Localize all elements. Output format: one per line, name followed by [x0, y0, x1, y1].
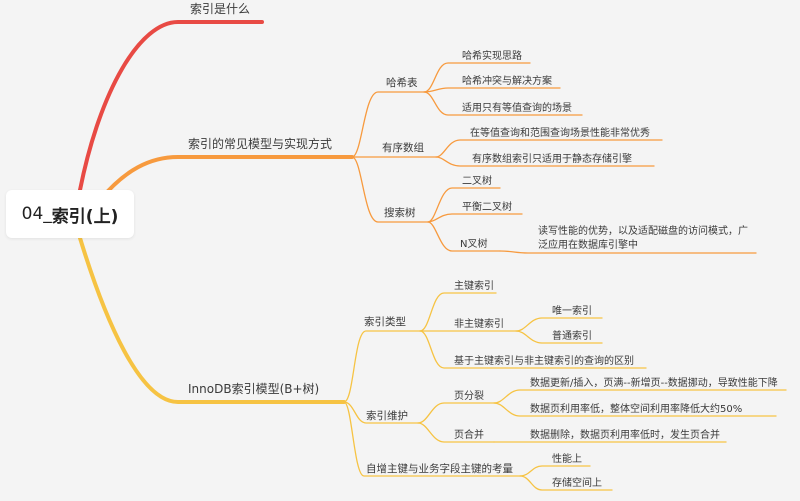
- connector-b2-hash: [351, 91, 425, 158]
- node-autoinc-storage: 存储空间上: [552, 476, 602, 489]
- node-ordered-perf: 在等值查询和范围查询场景性能非常优秀: [470, 126, 650, 139]
- node-query-diff: 基于主键索引与非主键索引的查询的区别: [454, 354, 634, 367]
- node-hash-equal-only: 适用只有等值查询的场景: [462, 101, 572, 114]
- connector-b2-tree: [351, 156, 429, 223]
- connector-tree-3: [427, 221, 501, 252]
- connector-ordered-2: [435, 156, 655, 167]
- node-index-maintain: 索引维护: [366, 409, 408, 422]
- connector-tree-2: [427, 213, 523, 223]
- connector-split-2: [493, 402, 777, 417]
- node-binary-tree: 二叉树: [462, 174, 492, 187]
- node-nonprimary-index: 非主键索引: [454, 317, 504, 330]
- root-node[interactable]: 04_索引(上): [6, 190, 134, 238]
- node-ntree-note-line1: 读写性能的优势，以及适配磁盘的访问模式，广: [538, 224, 748, 237]
- node-page-merge: 页合并: [454, 428, 484, 441]
- connector-tree-1: [427, 187, 501, 223]
- connector-root-b1: [78, 20, 264, 192]
- connector-ntree-note: [499, 250, 757, 254]
- node-split-detail-2: 数据页利用率低，整体空间利用率降低大约50%: [530, 402, 742, 415]
- node-autoinc-performance: 性能上: [552, 452, 582, 465]
- connector-maintain-merge: [417, 422, 495, 443]
- connector-nonprimary-unique: [515, 317, 603, 332]
- node-autoinc-consideration: 自增主键与业务字段主键的考量: [366, 462, 513, 475]
- node-hash-table: 哈希表: [386, 76, 418, 89]
- node-balanced-tree: 平衡二叉树: [462, 200, 512, 213]
- connector-autoinc-1: [519, 465, 591, 477]
- connector-hash-1: [423, 62, 531, 93]
- connector-maintain-split: [417, 402, 495, 424]
- node-primary-index: 主键索引: [454, 279, 494, 292]
- connector-nonprimary-normal: [515, 330, 603, 344]
- node-ordered-static: 有序数组索引只适用于静态存储引擎: [472, 152, 632, 165]
- node-split-detail-1: 数据更新/插入，页满--新增页--数据挪动，导致性能下降: [530, 376, 778, 389]
- branch-what-is-index: 索引是什么: [190, 2, 250, 16]
- node-page-split: 页分裂: [454, 389, 484, 402]
- connector-hash-2: [423, 87, 561, 93]
- connector-root-b2: [98, 155, 354, 202]
- connector-types-diff: [419, 330, 647, 369]
- node-merge-detail: 数据删除，数据页利用率低时，发生页合并: [530, 428, 720, 441]
- node-unique-index: 唯一索引: [552, 304, 592, 317]
- node-n-ary-tree: N叉树: [460, 237, 487, 250]
- connector-types-primary: [419, 292, 497, 332]
- node-index-types: 索引类型: [364, 315, 406, 328]
- node-hash-idea: 哈希实现思路: [462, 49, 522, 62]
- branch-innodb-model: InnoDB索引模型(B+树): [188, 381, 319, 396]
- connector-ordered-1: [435, 139, 663, 158]
- root-title: 索引(上): [51, 206, 119, 227]
- connector-autoinc-2: [519, 475, 613, 491]
- branch-common-models: 索引的常见模型与实现方式: [188, 136, 332, 151]
- connector-split-1: [493, 389, 787, 404]
- root-prefix: 04_: [21, 204, 52, 224]
- node-search-tree: 搜索树: [384, 206, 416, 219]
- connector-b3-types: [343, 330, 421, 403]
- node-ordered-array: 有序数组: [382, 141, 424, 154]
- node-normal-index: 普通索引: [552, 329, 592, 342]
- node-ntree-note-line2: 泛应用在数据库引擎中: [538, 238, 638, 251]
- connector-root-b3: [78, 236, 346, 404]
- connector-b3-maintain: [343, 401, 419, 424]
- connector-b3-autoinc: [343, 401, 521, 477]
- connector-hash-3: [423, 91, 583, 116]
- node-hash-collision: 哈希冲突与解决方案: [462, 74, 552, 87]
